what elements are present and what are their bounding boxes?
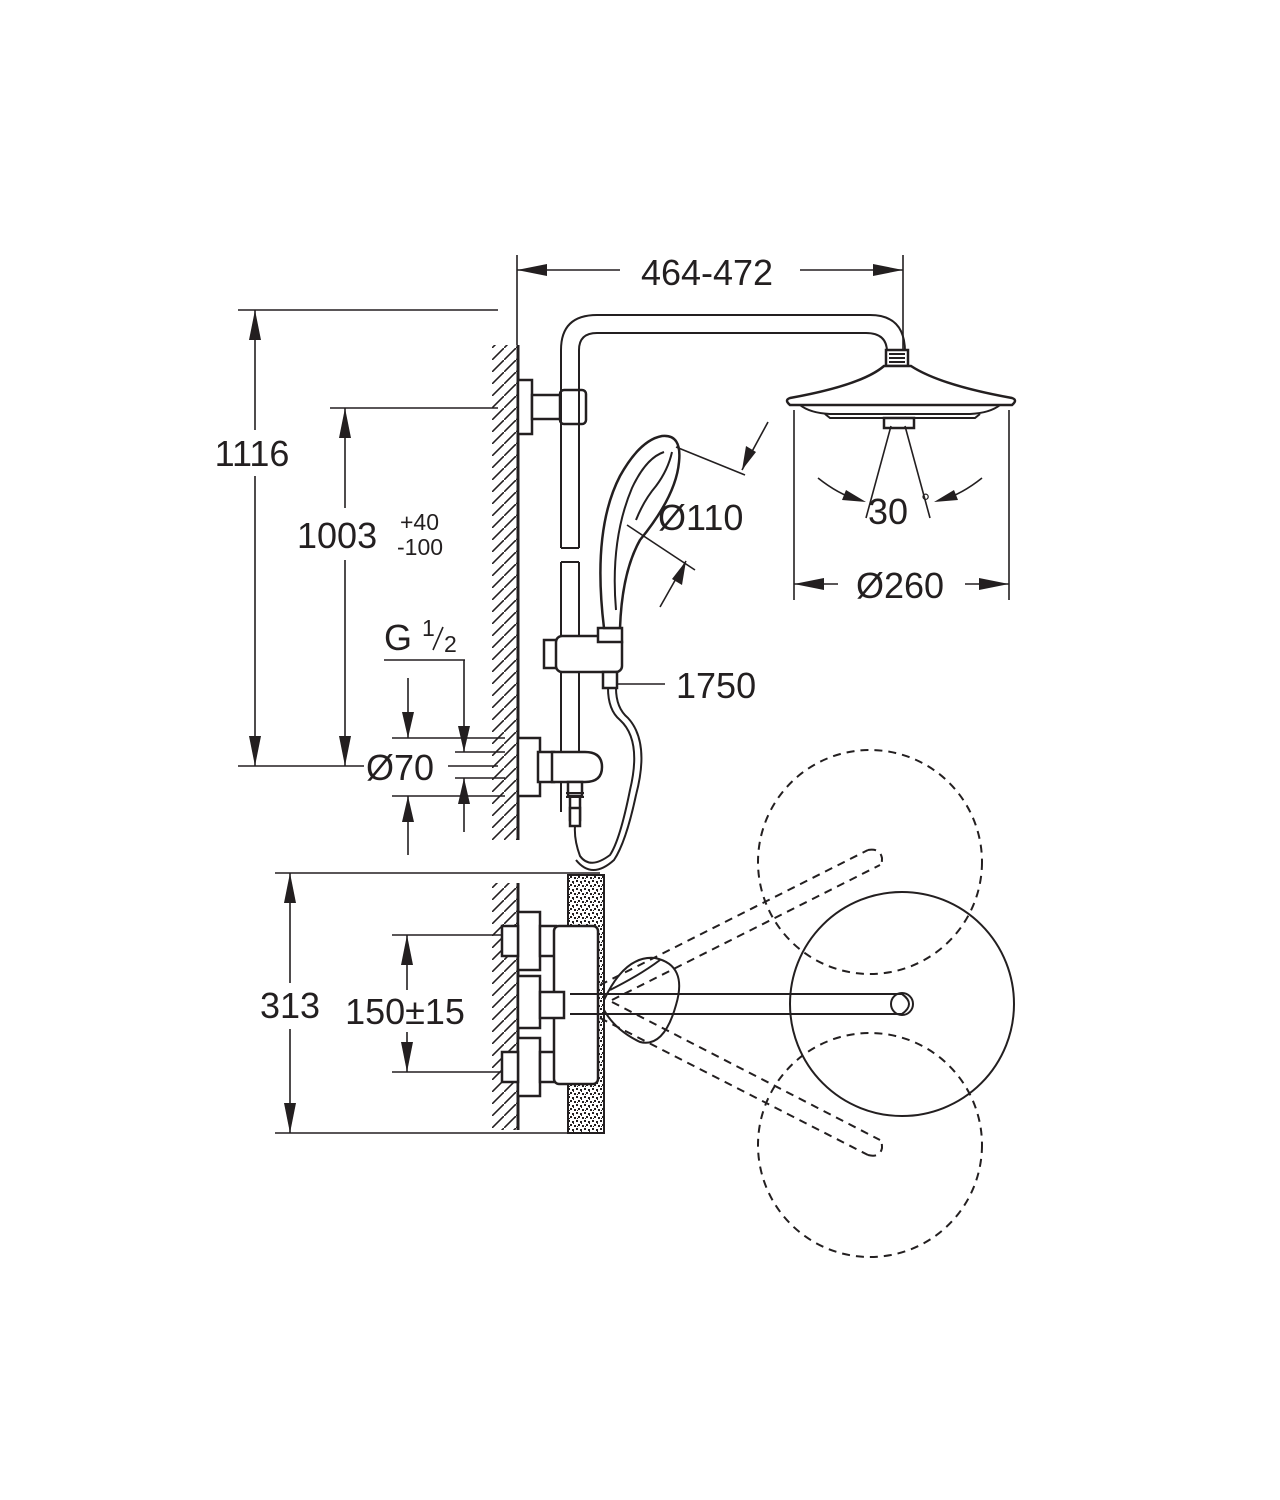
shower-column [516, 314, 1017, 871]
hose-length-label: 1750 [676, 665, 756, 706]
dimension-depth: 313 [252, 872, 600, 1134]
width-label: 464-472 [641, 252, 773, 293]
head-position-right [757, 1032, 983, 1258]
mixer-top [500, 874, 605, 1134]
front-view: 464-472 1116 1003 +40 -100 G 1 [203, 252, 1017, 871]
head-position-center [789, 891, 1015, 1117]
total-height-label: 1116 [215, 433, 290, 474]
dimension-total-height: 1116 [203, 309, 498, 767]
dimension-width: 464-472 [516, 252, 904, 350]
tilt-angle-label: 30 [868, 491, 908, 532]
dimension-hose-length: 1750 [616, 665, 756, 706]
hand-shower-diameter-label: Ø110 [658, 497, 743, 538]
depth-label: 313 [260, 985, 320, 1026]
shower-arm-positions [570, 749, 1015, 1258]
dimension-outlet-height: 1003 +40 -100 [295, 407, 498, 766]
dimension-head-shower: Ø260 [793, 410, 1010, 606]
head-position-left [757, 749, 983, 975]
tilt-angle-unit: ° [921, 489, 930, 515]
dimension-inlet: G 1 2 Ø70 [364, 615, 505, 855]
outlet-tolerance-plus: +40 [400, 509, 439, 535]
head-shower-diameter-label: Ø260 [856, 565, 944, 606]
top-view: 313 150±15 [252, 749, 1015, 1258]
outlet-tolerance-minus: -100 [397, 534, 443, 560]
thread-numerator: 1 [422, 615, 435, 641]
wall-top [492, 883, 520, 1130]
inlet-spacing-label: 150±15 [345, 991, 465, 1032]
dimension-inlet-spacing: 150±15 [335, 934, 505, 1073]
dimension-hand-shower: Ø110 [626, 421, 769, 608]
flange-diameter-label: Ø70 [366, 747, 434, 788]
outlet-height-label: 1003 [297, 515, 377, 556]
dimension-tilt-angle: 30 ° [817, 425, 983, 532]
thread-denominator: 2 [444, 631, 457, 657]
thread-letter: G [384, 617, 412, 658]
